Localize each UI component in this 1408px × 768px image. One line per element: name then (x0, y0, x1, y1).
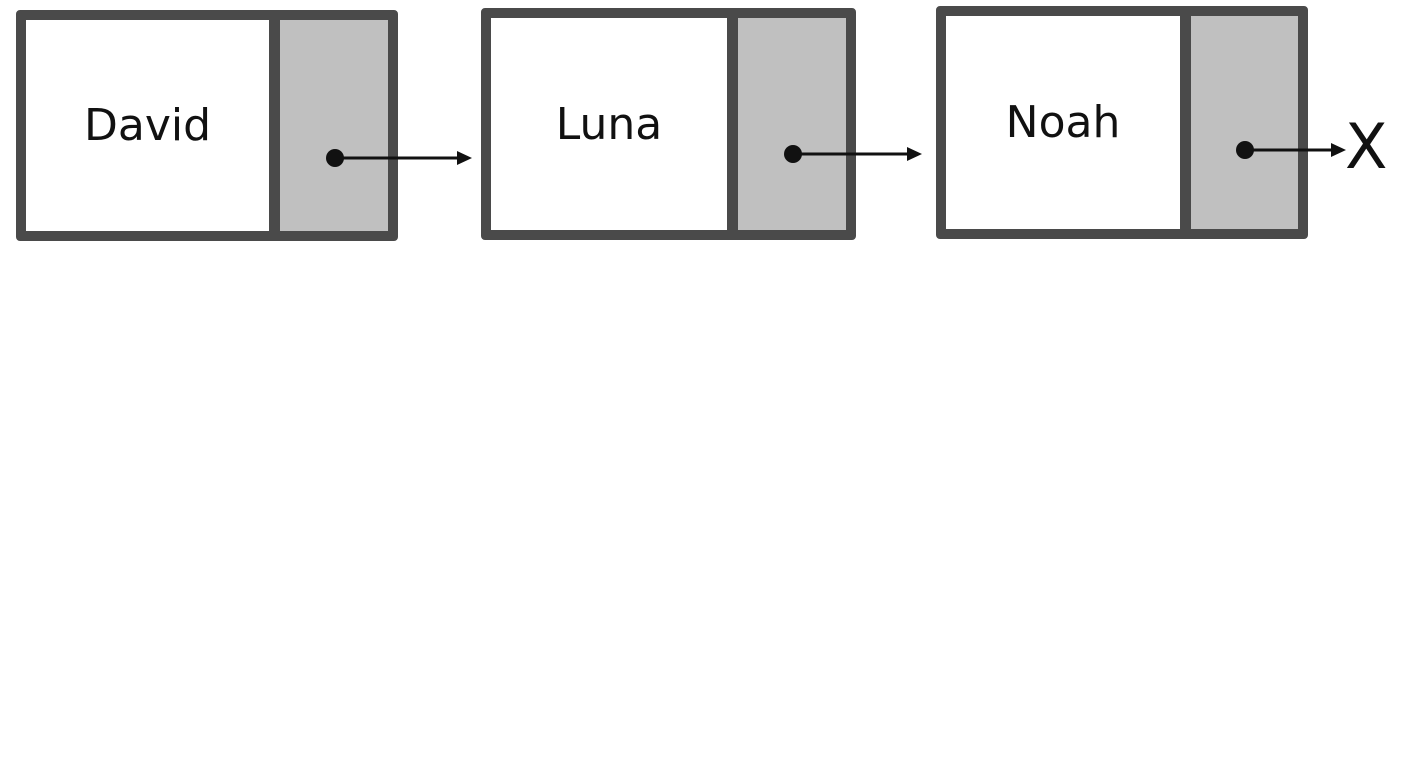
arrowhead-icon (457, 151, 472, 165)
node-data-cell: Luna (491, 18, 727, 230)
arrowhead-icon (907, 147, 922, 161)
node-next-pointer-cell (269, 20, 388, 231)
node-next-pointer-cell (1180, 16, 1298, 229)
node-data-cell: David (26, 20, 269, 231)
node-next-pointer-cell (727, 18, 846, 230)
arrowhead-icon (1331, 143, 1346, 157)
list-node-1: Luna (481, 8, 856, 240)
node-data-cell: Noah (946, 16, 1180, 229)
list-node-0: David (16, 10, 398, 241)
list-node-2: Noah (936, 6, 1308, 239)
null-terminator: X (1345, 110, 1388, 183)
